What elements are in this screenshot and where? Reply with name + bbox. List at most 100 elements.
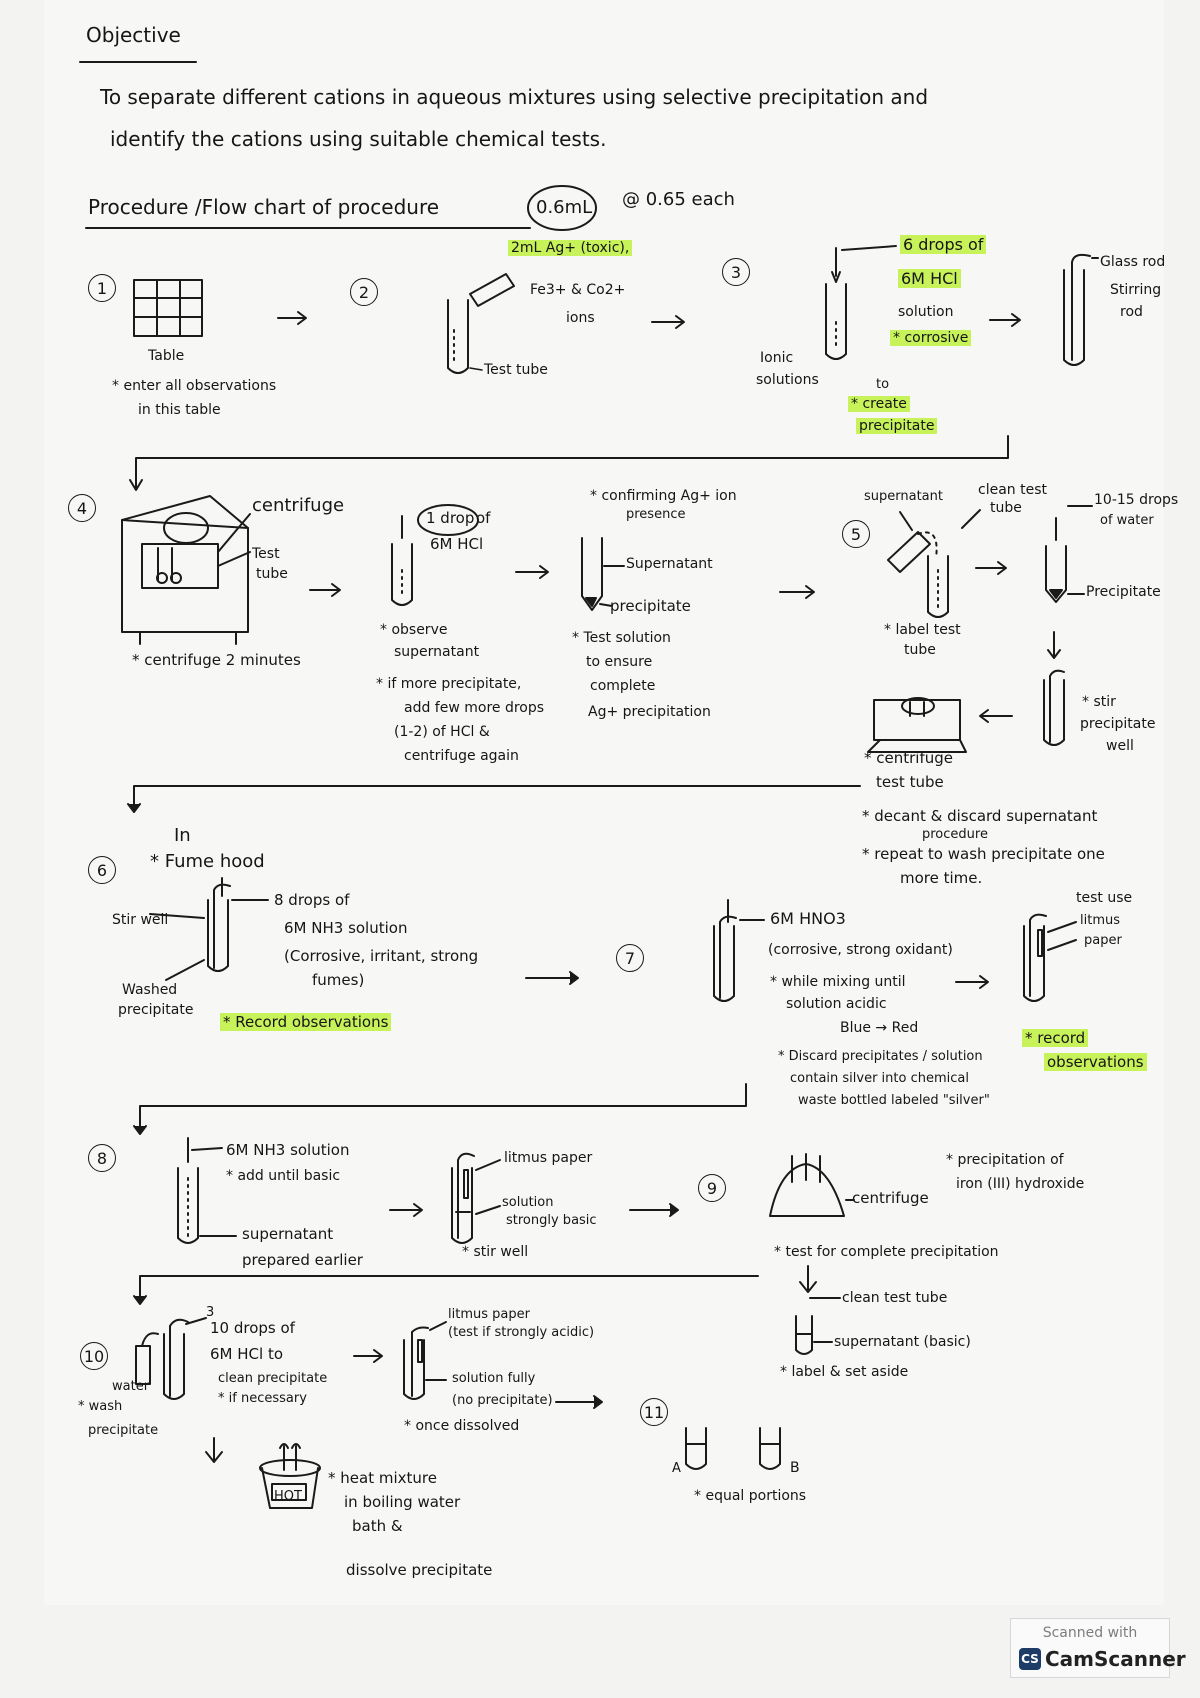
arrow-down-icon — [205, 1451, 223, 1463]
mixing-note: * while mixing until — [770, 974, 906, 990]
objective-line-2: identify the cations using suitable chem… — [110, 127, 607, 151]
repeat-note: more time. — [900, 869, 983, 887]
test-tube-with-rod-sketch — [1063, 253, 1099, 366]
nh3-label: 6M NH3 solution — [226, 1141, 350, 1159]
dissolved-solution-note: (no precipitate) — [452, 1393, 553, 1408]
discard-note: contain silver into chemical — [790, 1071, 969, 1086]
test-tube-label: Test — [252, 546, 280, 562]
observation-table-sketch — [133, 279, 203, 337]
substep-number: 3 — [206, 1305, 215, 1320]
add-basic-note: * add until basic — [226, 1168, 341, 1184]
fume-hood-label: * Fume hood — [150, 851, 265, 872]
litmus-label: litmus paper — [504, 1150, 593, 1166]
step-number: 11 — [640, 1398, 668, 1426]
arrow-right-icon — [525, 971, 579, 985]
arrow-right-icon — [309, 583, 341, 597]
litmus-label: litmus paper — [448, 1307, 530, 1322]
camscanner-logo-icon: CS — [1019, 1648, 1041, 1670]
pouring-tube-sketch — [469, 273, 515, 307]
litmus-label: litmus — [1080, 913, 1120, 928]
clean-tube-label: clean test — [978, 482, 1047, 498]
heat-note: bath & — [352, 1517, 403, 1535]
test-use-label: test use — [1076, 890, 1133, 906]
discard-note: waste bottled labeled "silver" — [798, 1093, 990, 1108]
water-drops-label: 10-15 drops — [1094, 492, 1179, 508]
objective-line-1: To separate different cations in aqueous… — [100, 85, 929, 109]
arrow-right-icon — [389, 1203, 423, 1217]
stamp-name: CamScanner — [1045, 1647, 1186, 1671]
water-label: water — [112, 1379, 150, 1394]
flow-connector — [139, 1275, 759, 1303]
test-tube-sketch — [759, 1427, 781, 1470]
glass-rod-label: Glass rod — [1100, 254, 1166, 270]
observe-note: supernatant — [394, 644, 480, 660]
stir-note: * stir — [1082, 694, 1116, 710]
step1-note: in this table — [138, 402, 221, 418]
test-tube-sketch — [581, 537, 603, 611]
confirm-note: presence — [626, 507, 686, 522]
hcl-label: 6M HCl — [430, 535, 484, 553]
washed-precipitate-label: precipitate — [118, 1002, 194, 1018]
test-solution-note: * Test solution — [572, 630, 671, 646]
test-solution-note: complete — [590, 678, 656, 694]
heat-note: * heat mixture — [328, 1469, 437, 1487]
centrifuge-sketch — [121, 495, 251, 645]
step-number: 8 — [88, 1144, 116, 1172]
basic-supernatant-label: supernatant (basic) — [834, 1334, 971, 1350]
test-tube-with-rod-sketch — [713, 899, 737, 1002]
strongly-basic-note: strongly basic — [506, 1213, 597, 1228]
stirring-rod-label: Stirring — [1110, 282, 1162, 298]
step-number: 1 — [88, 274, 116, 302]
stamp-brand: CS CamScanner — [1019, 1647, 1186, 1671]
arrow-down-icon — [133, 1295, 147, 1305]
step-number: 4 — [68, 494, 96, 522]
ionic-label: solutions — [756, 372, 819, 388]
arrow-down-icon — [133, 1125, 147, 1135]
heat-note: dissolve precipitate — [346, 1561, 493, 1579]
clean-precipitate-note: clean precipitate — [218, 1371, 328, 1386]
iron-precipitation-note: iron (III) hydroxide — [956, 1176, 1085, 1192]
arrow-right-icon — [651, 315, 685, 329]
litmus-label: paper — [1084, 933, 1122, 948]
step-number: 5 — [842, 520, 870, 548]
test-tube-with-rod-sketch — [163, 1318, 189, 1400]
heat-note: in boiling water — [344, 1493, 461, 1511]
amount-note: @ 0.65 each — [622, 189, 735, 210]
arrow-down-icon — [127, 803, 141, 813]
supernatant-label: supernatant — [864, 489, 943, 504]
test-tube-sketch — [177, 1137, 199, 1244]
circle-annotation — [417, 504, 479, 536]
step-number: 10 — [80, 1342, 108, 1370]
label-tube-note: * label test — [884, 622, 961, 638]
objective-heading: Objective — [86, 23, 181, 47]
repeat-note: * repeat to wash precipitate one — [862, 845, 1105, 863]
stir-note: precipitate — [1080, 716, 1156, 732]
supernatant-label: Supernatant — [626, 556, 713, 572]
arrow-right-icon — [955, 975, 989, 989]
prepared-label: prepared earlier — [242, 1251, 363, 1269]
complete-precipitation-note: * test for complete precipitation — [774, 1244, 999, 1260]
clean-tube-sketch — [927, 555, 949, 618]
ionic-label: Ionic — [760, 350, 794, 366]
record-note: * record — [1022, 1029, 1089, 1047]
scanned-page — [44, 0, 1164, 1605]
centrifuge-note: test tube — [876, 773, 944, 791]
supernatant-label: supernatant — [242, 1225, 334, 1243]
hcl-solution: solution — [898, 304, 954, 320]
test-solution-note: Ag+ precipitation — [588, 704, 711, 720]
step-number: 6 — [88, 856, 116, 884]
arrow-right-icon — [515, 565, 549, 579]
clean-tube-label: tube — [990, 500, 1022, 516]
hcl-drops: 6 drops of — [900, 235, 987, 254]
camscanner-stamp: Scanned with CS CamScanner — [1010, 1618, 1186, 1678]
test-tube-sketch — [447, 299, 469, 374]
centrifuge-sketch — [867, 697, 967, 753]
centrifuge-note: * centrifuge 2 minutes — [132, 651, 301, 669]
corrosive-note: * corrosive — [890, 330, 972, 346]
wash-note: precipitate — [88, 1423, 159, 1438]
arrow-down-icon — [129, 479, 143, 491]
hcl-drops: 10 drops of — [210, 1319, 295, 1337]
dissolved-solution-note: solution fully — [452, 1371, 536, 1386]
strongly-basic-note: solution — [502, 1195, 554, 1210]
